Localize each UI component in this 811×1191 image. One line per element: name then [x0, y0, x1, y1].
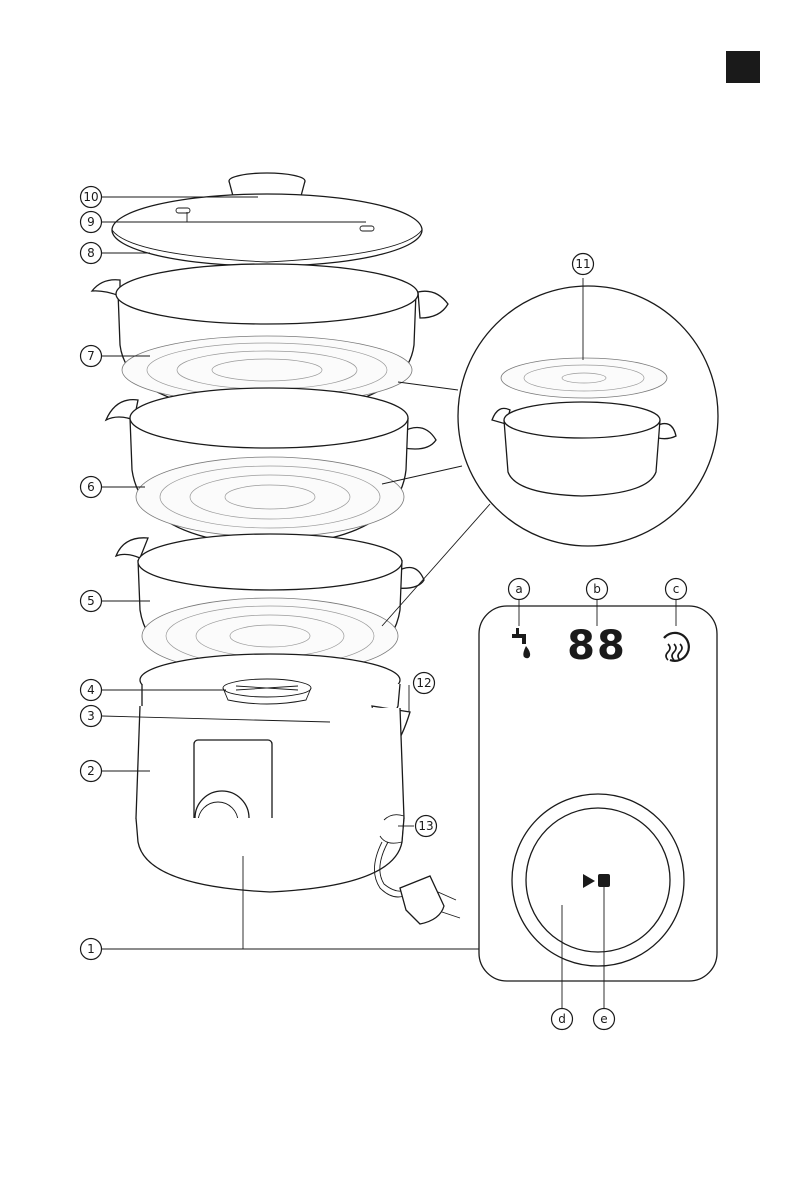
callout-1: 1: [81, 939, 102, 960]
callout-13: 13: [416, 816, 437, 837]
callout-5: 5: [81, 591, 102, 612]
callout-5-text: 5: [87, 594, 95, 608]
callout-d: d: [552, 1009, 573, 1030]
callout-12-text: 12: [416, 676, 431, 690]
callout-b: b: [587, 579, 608, 600]
callout-1-text: 1: [87, 942, 95, 956]
callout-a-text: a: [515, 582, 522, 596]
callout-4: 4: [81, 680, 102, 701]
lid: [112, 173, 422, 266]
callout-8-text: 8: [87, 246, 95, 260]
callout-a: a: [509, 579, 530, 600]
callout-b-text: b: [593, 582, 601, 596]
callout-d-text: d: [558, 1012, 566, 1026]
callout-13-text: 13: [418, 819, 433, 833]
basket-middle: [106, 388, 436, 546]
callout-10-text: 10: [83, 190, 98, 204]
callout-7-text: 7: [87, 349, 95, 363]
callout-2-text: 2: [87, 764, 95, 778]
callout-8: 8: [81, 243, 102, 264]
callout-11-text: 11: [575, 257, 590, 271]
callout-4-text: 4: [87, 683, 95, 697]
callout-11: 11: [573, 254, 594, 275]
control-panel-detail: 88: [479, 606, 717, 981]
callout-c-text: c: [673, 582, 680, 596]
callout-6: 6: [81, 477, 102, 498]
callout-e-text: e: [600, 1012, 607, 1026]
callout-10: 10: [81, 187, 102, 208]
callout-9: 9: [81, 212, 102, 233]
rice-bowl-detail: [382, 286, 718, 626]
callout-c: c: [666, 579, 687, 600]
callout-e: e: [594, 1009, 615, 1030]
callout-9-text: 9: [87, 215, 95, 229]
callout-3-text: 3: [87, 709, 95, 723]
callout-3: 3: [81, 706, 102, 727]
callout-7: 7: [81, 346, 102, 367]
callout-2: 2: [81, 761, 102, 782]
callout-12: 12: [414, 673, 435, 694]
display-digits: 88: [567, 623, 627, 669]
base-unit: [136, 654, 460, 924]
callout-6-text: 6: [87, 480, 95, 494]
